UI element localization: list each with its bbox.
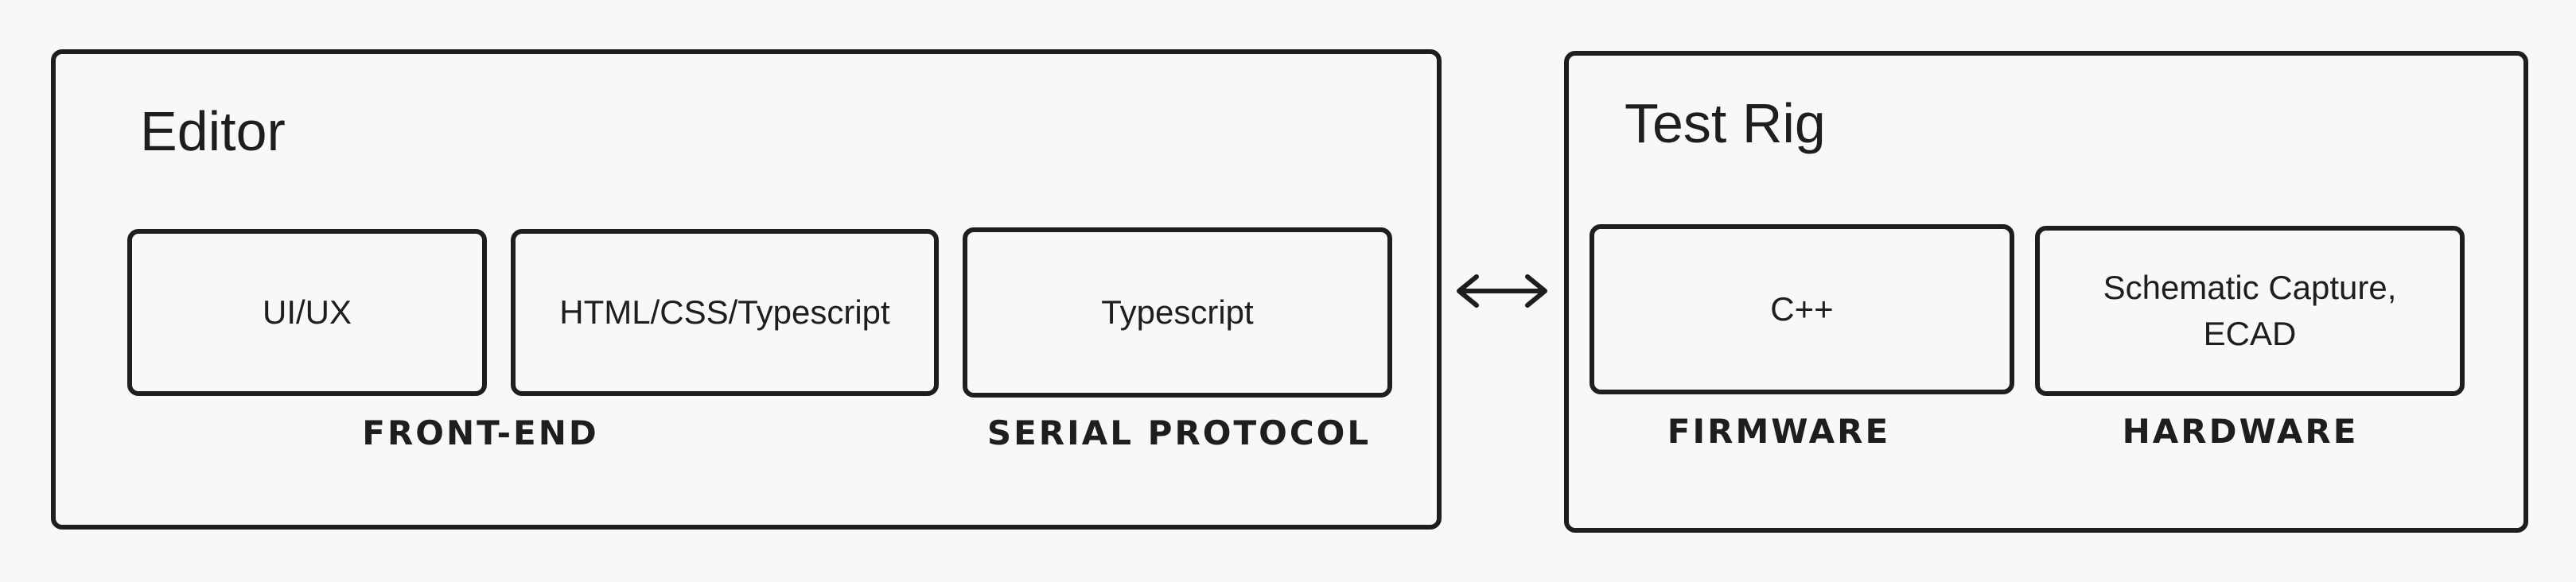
cpp-label: C++ bbox=[1770, 290, 1834, 328]
hardware-group-label: HARDWARE bbox=[2122, 412, 2359, 451]
ui-ux-box: UI/UX bbox=[127, 229, 487, 396]
editor-panel: Editor UI/UX HTML/CSS/Typescript Typescr… bbox=[51, 49, 1442, 530]
ui-ux-label: UI/UX bbox=[262, 293, 352, 331]
test-rig-title: Test Rig bbox=[1625, 92, 1826, 154]
double-arrow-icon bbox=[1457, 274, 1547, 308]
schematic-ecad-label: Schematic Capture, ECAD bbox=[2103, 269, 2397, 352]
front-end-group-label: FRONT-END bbox=[362, 413, 599, 452]
test-rig-panel: Test Rig C++ Schematic Capture, ECAD FIR… bbox=[1564, 51, 2528, 533]
firmware-group-label: FIRMWARE bbox=[1667, 412, 1891, 451]
serial-protocol-group-label: SERIAL PROTOCOL bbox=[986, 413, 1372, 452]
serial-typescript-box: Typescript bbox=[963, 227, 1392, 398]
editor-title: Editor bbox=[140, 100, 286, 162]
serial-typescript-label: Typescript bbox=[1101, 293, 1254, 331]
cpp-box: C++ bbox=[1590, 224, 2014, 394]
html-css-typescript-box: HTML/CSS/Typescript bbox=[511, 229, 939, 396]
html-css-typescript-label: HTML/CSS/Typescript bbox=[559, 293, 890, 331]
schematic-ecad-box: Schematic Capture, ECAD bbox=[2035, 226, 2465, 396]
